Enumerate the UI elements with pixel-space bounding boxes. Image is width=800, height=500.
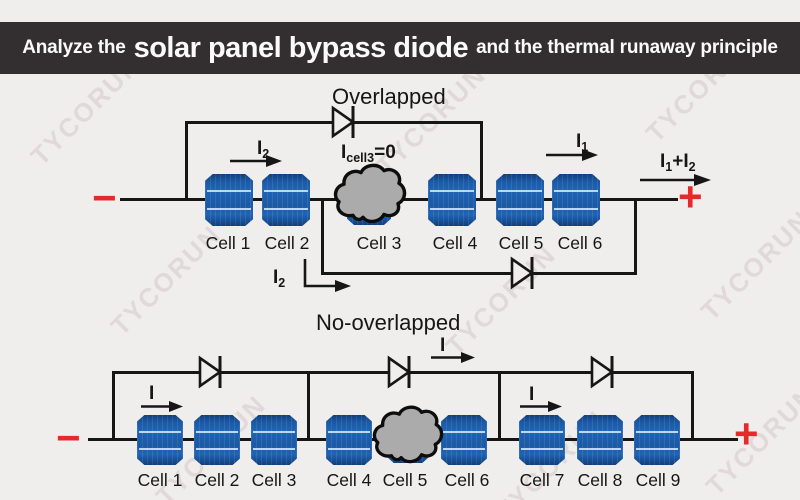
wire xyxy=(321,272,637,275)
solar-cell xyxy=(326,415,372,465)
solar-cell xyxy=(496,174,544,226)
current-label-icell3: Icell3=0 xyxy=(341,142,396,165)
wire xyxy=(634,199,637,275)
title-banner: Analyze the solar panel bypass diode and… xyxy=(0,22,800,74)
solar-cell xyxy=(577,415,623,465)
watermark-text: TYCORUN xyxy=(694,204,800,327)
negative-terminal: − xyxy=(92,174,117,221)
current-label-i2: I2 xyxy=(257,138,270,161)
solar-cell xyxy=(194,415,240,465)
wire xyxy=(185,121,188,201)
cell-label: Cell 5 xyxy=(382,470,428,490)
cell-label: Cell 6 xyxy=(557,233,603,253)
current-elbow-arrow-icon xyxy=(303,259,351,292)
bypass-diode-icon xyxy=(590,355,615,389)
wire xyxy=(112,371,115,441)
wire xyxy=(480,121,483,201)
bypass-diode-icon xyxy=(331,105,356,139)
solar-cell xyxy=(552,174,600,226)
wire xyxy=(307,371,310,441)
wire xyxy=(498,371,501,441)
overlapped-title: Overlapped xyxy=(332,84,446,109)
solar-cell xyxy=(428,174,476,226)
solar-cell xyxy=(137,415,183,465)
current-label-i2-bottom: I2 xyxy=(273,267,286,290)
solar-cell xyxy=(441,415,487,465)
shading-cloud-icon xyxy=(333,163,407,224)
solar-cell xyxy=(205,174,253,226)
current-label-i1: I1 xyxy=(576,131,589,154)
negative-terminal: − xyxy=(56,414,81,461)
cell-label: Cell 2 xyxy=(264,233,310,253)
cell-label: Cell 8 xyxy=(577,470,623,490)
cell-label: Cell 1 xyxy=(137,470,183,490)
cell-label: Cell 5 xyxy=(498,233,544,253)
positive-terminal: + xyxy=(734,410,759,457)
solar-cell xyxy=(251,415,297,465)
solar-cell xyxy=(634,415,680,465)
current-arrow-icon xyxy=(141,401,183,412)
current-arrow-icon xyxy=(520,401,562,412)
cell-label: Cell 2 xyxy=(194,470,240,490)
cell-label: Cell 4 xyxy=(326,470,372,490)
bypass-diode-icon xyxy=(510,256,535,290)
banner-text-prefix: Analyze the xyxy=(22,37,126,58)
solar-cell xyxy=(519,415,565,465)
bypass-diode-icon xyxy=(387,355,412,389)
current-arrow-icon xyxy=(640,174,711,186)
wire xyxy=(691,371,694,441)
current-arrow-icon xyxy=(546,149,598,161)
bypass-diode-icon xyxy=(198,355,223,389)
watermark-text: TYCORUN xyxy=(439,239,562,362)
cell-label: Cell 9 xyxy=(635,470,681,490)
shading-cloud-icon xyxy=(372,405,444,464)
cell-label: Cell 6 xyxy=(444,470,490,490)
cell-label: Cell 7 xyxy=(519,470,565,490)
current-label-i: I xyxy=(440,335,446,356)
no-overlapped-title: No-overlapped xyxy=(316,310,461,335)
current-label-i: I xyxy=(149,383,155,404)
cell-label: Cell 3 xyxy=(356,233,402,253)
solar-cell xyxy=(262,174,310,226)
banner-text-highlight: solar panel bypass diode xyxy=(133,31,469,64)
wire xyxy=(321,199,324,275)
current-label-i1-plus-i2: I1+I2 xyxy=(660,151,696,174)
current-arrow-icon xyxy=(230,155,282,167)
current-arrow-icon xyxy=(431,352,475,363)
cell-label: Cell 4 xyxy=(432,233,478,253)
cell-label: Cell 3 xyxy=(251,470,297,490)
banner-text-suffix: and the thermal runaway principle xyxy=(476,37,778,58)
cell-label: Cell 1 xyxy=(205,233,251,253)
current-label-i: I xyxy=(529,384,535,405)
